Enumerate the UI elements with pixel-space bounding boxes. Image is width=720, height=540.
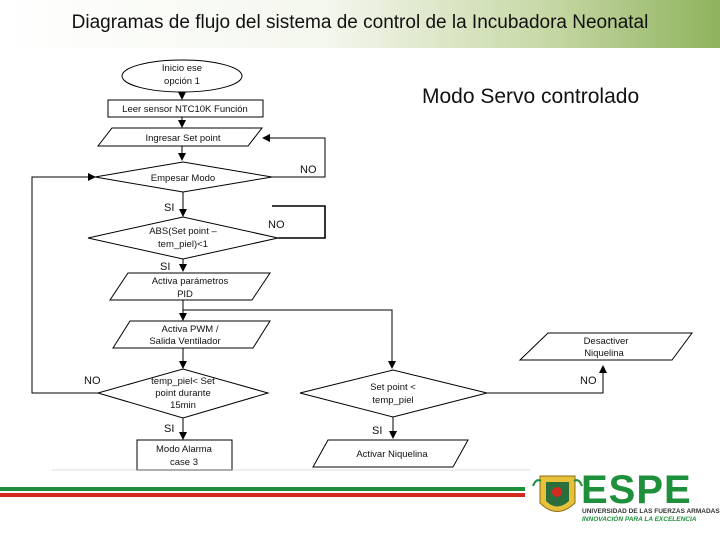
pid-box xyxy=(109,272,271,301)
no-label-1: NO xyxy=(300,164,317,176)
abs-text-2: tem_piel)<1 xyxy=(158,239,208,250)
pwm-box xyxy=(112,320,271,349)
sp-text-2: temp_piel xyxy=(372,395,413,406)
deactivate-nickel-box xyxy=(518,332,693,361)
no-label-3: NO xyxy=(84,375,101,387)
activate-nickel-box xyxy=(312,439,469,468)
temp-text-3: 15min xyxy=(170,400,196,411)
activate-nickel-text: Activar Niquelina xyxy=(356,449,428,460)
read-sensor-box xyxy=(107,99,264,118)
alarm-text-1: Modo Alarma xyxy=(156,444,213,455)
pwm-text-1: Activa PWM / xyxy=(161,324,218,335)
start-text-1: Inicio ese xyxy=(162,63,202,74)
temp-text-2: point durante xyxy=(155,388,210,399)
pid-text-2: PID xyxy=(177,289,193,300)
si-label-4: SI xyxy=(372,425,382,437)
deactivate-text-2: Niquelina xyxy=(584,348,624,359)
pid-text-1: Activa parámetros xyxy=(152,276,229,287)
sp-decision xyxy=(299,369,488,418)
set-point-text: Ingresar Set point xyxy=(146,133,221,144)
temp-decision xyxy=(96,368,270,419)
deactivate-text-1: Desactiver xyxy=(584,336,629,347)
footer-red-bar xyxy=(0,493,525,497)
read-sensor-text: Leer sensor NTC10K Función xyxy=(122,104,248,115)
sp-text-1: Set point < xyxy=(370,382,416,393)
pwm-text-2: Salida Ventilador xyxy=(149,336,220,347)
si-label-3: SI xyxy=(164,423,174,435)
university-motto: INNOVACIÓN PARA LA EXCELENCIA xyxy=(582,516,697,523)
start-mode-text: Empesar Modo xyxy=(151,173,215,184)
temp-text-1: temp_piel< Set xyxy=(151,376,215,387)
abs-decision xyxy=(87,216,279,260)
abs-text-1: ABS(Set point – xyxy=(149,226,217,237)
footer-green-bar xyxy=(0,487,525,491)
si-label-2: SI xyxy=(160,261,170,273)
alarm-text-2: case 3 xyxy=(170,457,198,468)
university-name: UNIVERSIDAD DE LAS FUERZAS ARMADAS xyxy=(582,508,720,515)
title-bar xyxy=(0,0,720,48)
university-shield-logo xyxy=(532,475,583,512)
si-label-1: SI xyxy=(164,202,174,214)
set-point-input xyxy=(96,127,264,147)
start-text-2: opción 1 xyxy=(164,76,200,87)
no-label-4: NO xyxy=(580,375,597,387)
no-label-2: NO xyxy=(268,219,285,231)
mode-subtitle: Modo Servo controlado xyxy=(422,85,640,108)
espe-logo-text: ESPE xyxy=(581,468,692,512)
slide-title: Diagramas de flujo del sistema de contro… xyxy=(71,12,649,33)
